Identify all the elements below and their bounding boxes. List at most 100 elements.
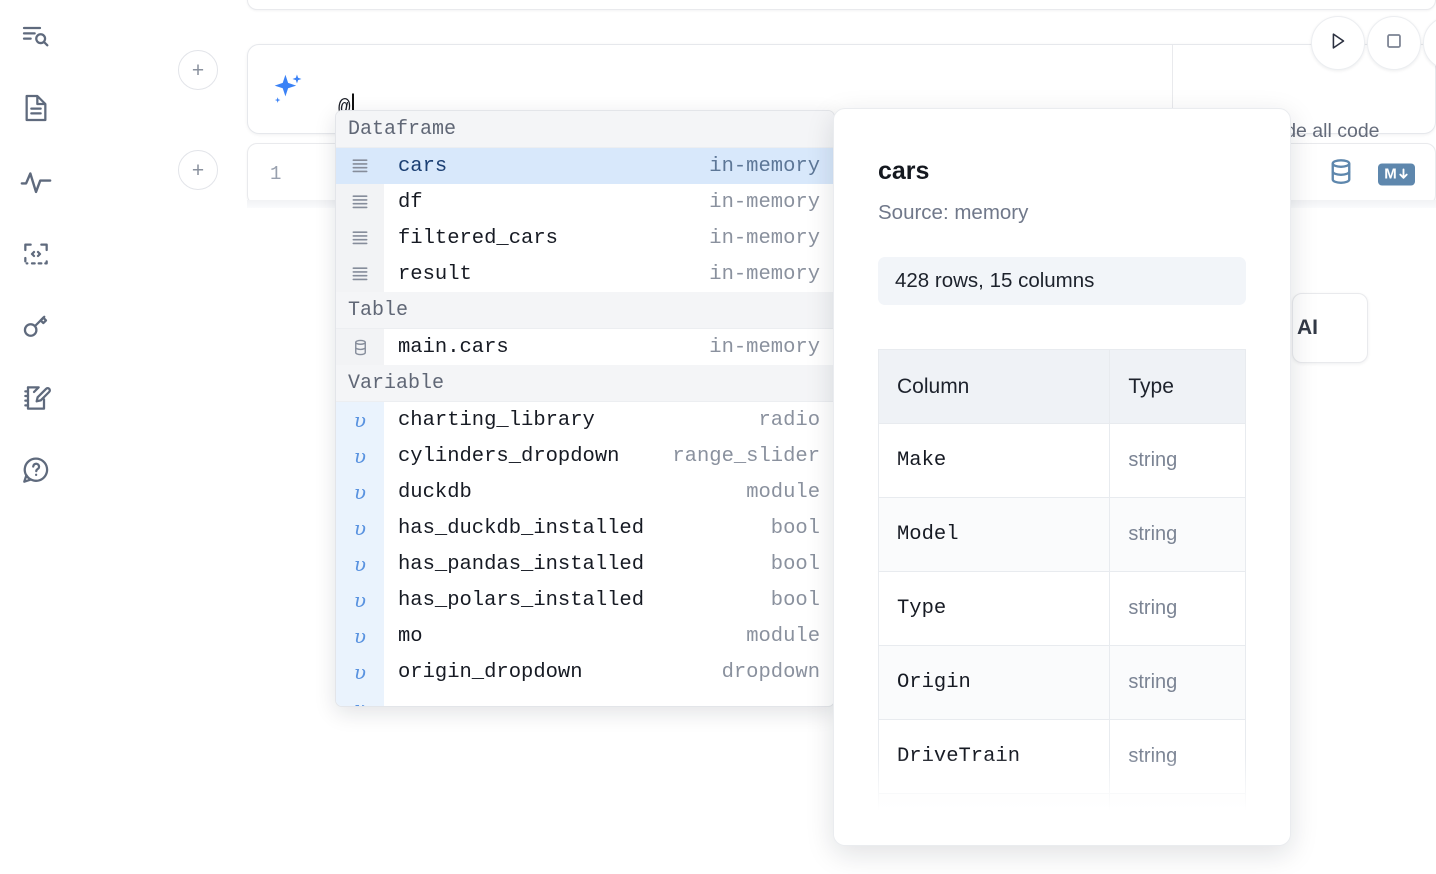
variable-icon: υ: [336, 438, 384, 474]
autocomplete-item-name: main.cars: [398, 335, 509, 359]
completion-detail-panel: cars Source: memory 428 rows, 15 columns…: [833, 108, 1291, 846]
variable-icon: υ: [336, 402, 384, 438]
autocomplete-item[interactable]: df in-memory: [336, 184, 834, 220]
autocomplete-item[interactable]: υ cylinders_dropdown range_slider: [336, 438, 834, 474]
autocomplete-item-type: module: [746, 480, 820, 504]
autocomplete-item-name: result: [398, 262, 472, 286]
table-row: DriveTrain string: [878, 720, 1246, 794]
autocomplete-item-type: bool: [770, 552, 820, 576]
autocomplete-group-header: Dataframe: [336, 111, 834, 148]
autocomplete-item-name: charting_library: [398, 408, 595, 432]
autocomplete-item[interactable]: result in-memory: [336, 256, 834, 292]
detail-title: cars: [878, 157, 930, 185]
variable-icon: υ: [336, 474, 384, 510]
autocomplete-item-name: has_polars_installed: [398, 588, 645, 612]
code-snippet-icon: [20, 238, 52, 270]
autocomplete-item-type: in-memory: [709, 226, 820, 250]
table-icon: [336, 329, 384, 365]
detail-shape: 428 rows, 15 columns: [878, 257, 1246, 305]
schema-column-name: Model: [879, 498, 1111, 571]
table-row: [878, 794, 1246, 845]
sidebar-item-snippets[interactable]: [14, 232, 58, 276]
cell-badges: M: [1326, 157, 1415, 192]
autocomplete-item[interactable]: υ: [336, 690, 834, 706]
autocomplete-item[interactable]: υ charting_library radio: [336, 402, 834, 438]
schema-column-type: string: [1128, 523, 1178, 545]
add-cell-button-top[interactable]: +: [178, 50, 218, 90]
schema-column-type: [1110, 794, 1245, 845]
stop-button[interactable]: [1367, 16, 1421, 70]
autocomplete-item-name: filtered_cars: [398, 226, 558, 250]
autocomplete-item[interactable]: υ has_polars_installed bool: [336, 582, 834, 618]
table-row: Origin string: [878, 646, 1246, 720]
variable-icon: υ: [336, 510, 384, 546]
schema-column-type: string: [1128, 745, 1178, 767]
outline-search-icon: [20, 20, 52, 52]
autocomplete-item-name: duckdb: [398, 480, 472, 504]
schema-column-name: DriveTrain: [879, 720, 1111, 793]
help-chat-icon: [20, 454, 52, 486]
key-icon: [20, 310, 52, 342]
sidebar-item-help[interactable]: [14, 448, 58, 492]
schema-column-name: [879, 794, 1111, 845]
text-caret: [352, 93, 355, 120]
dataframe-icon: [336, 220, 384, 256]
autocomplete-item-name: cars: [398, 154, 448, 178]
autocomplete-item-name: has_duckdb_installed: [398, 516, 645, 540]
autocomplete-item[interactable]: main.cars in-memory: [336, 329, 834, 365]
autocomplete-item-type: bool: [770, 588, 820, 612]
sidebar-item-scratchpad[interactable]: [14, 376, 58, 420]
autocomplete-item[interactable]: υ has_duckdb_installed bool: [336, 510, 834, 546]
autocomplete-item-type: bool: [770, 516, 820, 540]
run-button[interactable]: [1311, 16, 1365, 70]
left-sidebar: [0, 0, 72, 874]
autocomplete-item-type: in-memory: [709, 335, 820, 359]
autocomplete-item-type: range_slider: [672, 444, 820, 468]
add-cell-button-bottom[interactable]: +: [178, 150, 218, 190]
database-icon[interactable]: [1326, 157, 1356, 192]
sidebar-item-outline[interactable]: [14, 14, 58, 58]
notebook-edit-icon: [20, 382, 52, 414]
schema-column-name: Origin: [879, 646, 1111, 719]
autocomplete-group-header: Variable: [336, 365, 834, 402]
sidebar-item-secrets[interactable]: [14, 304, 58, 348]
stop-square-icon: [1383, 30, 1405, 57]
schema-column-type: string: [1128, 449, 1178, 471]
dataframe-icon: [336, 184, 384, 220]
autocomplete-group-header: Table: [336, 292, 834, 329]
sparkle-icon: [268, 71, 306, 114]
variable-icon: υ: [336, 654, 384, 690]
schema-column-name: Type: [879, 572, 1111, 645]
sidebar-item-activity[interactable]: [14, 160, 58, 204]
previous-cell-edge: [247, 0, 1436, 10]
schema-column-name: Make: [879, 424, 1111, 497]
variable-icon: υ: [336, 582, 384, 618]
variable-icon: υ: [336, 690, 384, 706]
schema-column-type: string: [1128, 671, 1178, 693]
ai-suggestion-chip[interactable]: AI: [1292, 293, 1368, 363]
autocomplete-item-type: in-memory: [709, 190, 820, 214]
document-icon: [20, 92, 52, 124]
table-row: Make string: [878, 424, 1246, 498]
dataframe-icon: [336, 148, 384, 184]
markdown-icon[interactable]: M: [1378, 163, 1415, 185]
autocomplete-item-type: radio: [758, 408, 820, 432]
autocomplete-item-name: cylinders_dropdown: [398, 444, 620, 468]
sidebar-item-documentation[interactable]: [14, 86, 58, 130]
autocomplete-item-type: in-memory: [709, 262, 820, 286]
variable-icon: υ: [336, 618, 384, 654]
autocomplete-item-type: module: [746, 624, 820, 648]
activity-icon: [19, 165, 53, 199]
autocomplete-item[interactable]: filtered_cars in-memory: [336, 220, 834, 256]
autocomplete-item-name: df: [398, 190, 423, 214]
column-header: Column: [879, 350, 1111, 423]
